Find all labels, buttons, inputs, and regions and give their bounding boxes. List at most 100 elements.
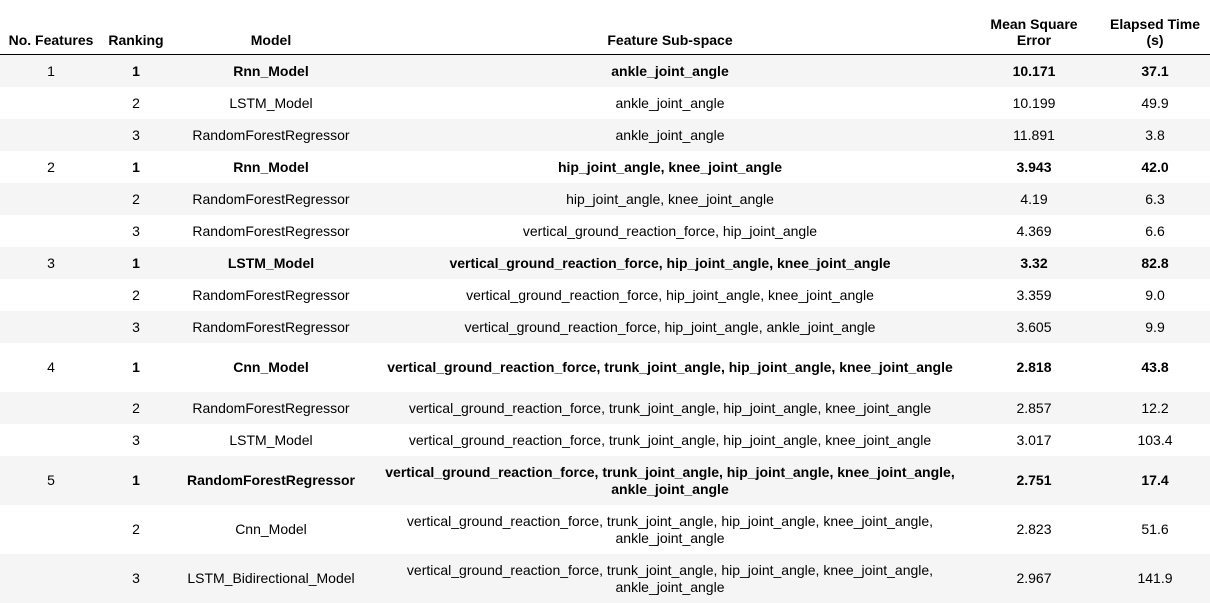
cell-ranking: 1: [102, 456, 170, 505]
cell-model: Cnn_Model: [170, 343, 372, 392]
cell-mean-square-error: 4.19: [968, 183, 1100, 215]
header-ranking: Ranking: [102, 0, 170, 55]
cell-no-features: [0, 119, 102, 151]
cell-no-features: 4: [0, 343, 102, 392]
cell-no-features: [0, 215, 102, 247]
cell-mean-square-error: 3.605: [968, 311, 1100, 343]
cell-model: Cnn_Model: [170, 505, 372, 554]
cell-elapsed-time: 3.8: [1100, 119, 1210, 151]
cell-model: LSTM_Model: [170, 424, 372, 456]
cell-ranking: 3: [102, 424, 170, 456]
cell-mean-square-error: 2.818: [968, 343, 1100, 392]
cell-mean-square-error: 3.32: [968, 247, 1100, 279]
cell-feature-subspace: vertical_ground_reaction_force, trunk_jo…: [372, 392, 968, 424]
cell-no-features: [0, 279, 102, 311]
header-elapsed-time: Elapsed Time (s): [1100, 0, 1210, 55]
cell-mean-square-error: 2.857: [968, 392, 1100, 424]
cell-model: RandomForestRegressor: [170, 392, 372, 424]
cell-mean-square-error: 2.823: [968, 505, 1100, 554]
cell-ranking: 2: [102, 183, 170, 215]
header-feature-subspace: Feature Sub-space: [372, 0, 968, 55]
cell-feature-subspace: vertical_ground_reaction_force, trunk_jo…: [372, 343, 968, 392]
cell-model: RandomForestRegressor: [170, 311, 372, 343]
cell-elapsed-time: 12.2: [1100, 392, 1210, 424]
cell-elapsed-time: 103.4: [1100, 424, 1210, 456]
cell-feature-subspace: vertical_ground_reaction_force, trunk_jo…: [372, 505, 968, 554]
cell-feature-subspace: vertical_ground_reaction_force, trunk_jo…: [372, 424, 968, 456]
cell-no-features: 5: [0, 456, 102, 505]
cell-model: LSTM_Model: [170, 247, 372, 279]
cell-elapsed-time: 51.6: [1100, 505, 1210, 554]
cell-no-features: 3: [0, 247, 102, 279]
cell-feature-subspace: vertical_ground_reaction_force, trunk_jo…: [372, 554, 968, 603]
cell-mean-square-error: 3.943: [968, 151, 1100, 183]
cell-ranking: 1: [102, 247, 170, 279]
cell-model: RandomForestRegressor: [170, 279, 372, 311]
cell-no-features: [0, 554, 102, 603]
cell-no-features: [0, 87, 102, 119]
cell-model: RandomForestRegressor: [170, 456, 372, 505]
header-model: Model: [170, 0, 372, 55]
cell-elapsed-time: 6.3: [1100, 183, 1210, 215]
cell-ranking: 3: [102, 119, 170, 151]
cell-no-features: [0, 424, 102, 456]
cell-model: LSTM_Model: [170, 87, 372, 119]
cell-mean-square-error: 10.171: [968, 55, 1100, 88]
cell-no-features: 2: [0, 151, 102, 183]
cell-mean-square-error: 2.751: [968, 456, 1100, 505]
cell-model: RandomForestRegressor: [170, 215, 372, 247]
cell-feature-subspace: ankle_joint_angle: [372, 55, 968, 88]
header-row: No. Features Ranking Model Feature Sub-s…: [0, 0, 1210, 55]
cell-ranking: 3: [102, 311, 170, 343]
header-no-features: No. Features: [0, 0, 102, 55]
cell-mean-square-error: 3.359: [968, 279, 1100, 311]
cell-elapsed-time: 82.8: [1100, 247, 1210, 279]
cell-ranking: 2: [102, 505, 170, 554]
cell-elapsed-time: 9.0: [1100, 279, 1210, 311]
cell-elapsed-time: 17.4: [1100, 456, 1210, 505]
cell-elapsed-time: 49.9: [1100, 87, 1210, 119]
cell-elapsed-time: 37.1: [1100, 55, 1210, 88]
cell-feature-subspace: vertical_ground_reaction_force, hip_join…: [372, 215, 968, 247]
cell-ranking: 2: [102, 87, 170, 119]
cell-mean-square-error: 11.891: [968, 119, 1100, 151]
cell-ranking: 2: [102, 392, 170, 424]
cell-feature-subspace: ankle_joint_angle: [372, 119, 968, 151]
cell-no-features: [0, 505, 102, 554]
cell-feature-subspace: vertical_ground_reaction_force, hip_join…: [372, 311, 968, 343]
cell-feature-subspace: hip_joint_angle, knee_joint_angle: [372, 151, 968, 183]
cell-ranking: 1: [102, 343, 170, 392]
cell-elapsed-time: 43.8: [1100, 343, 1210, 392]
cell-feature-subspace: hip_joint_angle, knee_joint_angle: [372, 183, 968, 215]
cell-no-features: [0, 311, 102, 343]
cell-no-features: [0, 183, 102, 215]
cell-feature-subspace: vertical_ground_reaction_force, hip_join…: [372, 247, 968, 279]
cell-model: RandomForestRegressor: [170, 119, 372, 151]
cell-model: RandomForestRegressor: [170, 183, 372, 215]
cell-ranking: 1: [102, 55, 170, 88]
cell-mean-square-error: 4.369: [968, 215, 1100, 247]
cell-model: Rnn_Model: [170, 55, 372, 88]
cell-ranking: 3: [102, 554, 170, 603]
cell-feature-subspace: ankle_joint_angle: [372, 87, 968, 119]
header-mean-square-error: Mean Square Error: [968, 0, 1100, 55]
cell-ranking: 2: [102, 279, 170, 311]
table-header: No. Features Ranking Model Feature Sub-s…: [0, 0, 1210, 55]
cell-feature-subspace: vertical_ground_reaction_force, trunk_jo…: [372, 456, 968, 505]
cell-elapsed-time: 6.6: [1100, 215, 1210, 247]
cell-model: Rnn_Model: [170, 151, 372, 183]
